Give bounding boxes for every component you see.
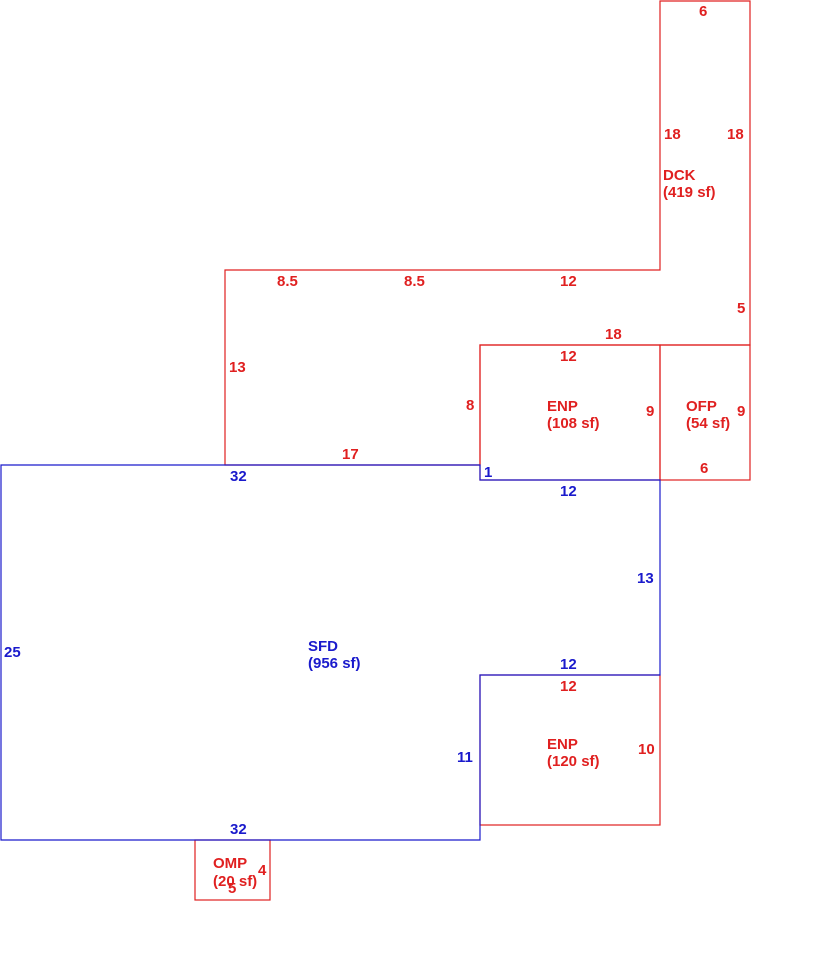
enp-top-area: (108 sf) [547,415,600,432]
dim-dck-left-side: 13 [229,359,246,376]
dim-omp-right: 4 [258,862,267,879]
dim-dck-top-c: 12 [560,273,577,290]
dim-omp-bottom: 5 [228,880,236,897]
sfd-area: (956 sf) [308,655,361,672]
dim-dck-bottom-left: 17 [342,446,359,463]
dim-sfd-left: 25 [4,644,21,661]
ofp-outline [659,344,751,481]
dim-dck-top-b: 8.5 [404,273,425,290]
dim-dck-top-a: 8.5 [277,273,298,290]
dim-sfd-step: 1 [484,464,492,481]
omp-area: (20 sf) [213,873,257,890]
dck-label: DCK [663,167,696,184]
ofp-label: OFP [686,398,717,415]
dck-outline [224,0,751,466]
dim-enp-bottom-top: 12 [560,678,577,695]
dim-dck-bottom: 18 [605,326,622,343]
dim-enp-top-left: 8 [466,397,474,414]
dck-area: (419 sf) [663,184,716,201]
dim-sfd-right: 13 [637,570,654,587]
dim-sfd-notch-side: 11 [457,749,473,766]
dim-enp-top-right: 9 [646,403,654,420]
dim-dck-right: 18 [727,126,744,143]
enp-bottom-area: (120 sf) [547,753,600,770]
dim-sfd-top: 32 [230,468,247,485]
enp-top-label: ENP [547,398,578,415]
dim-ofp-right: 9 [737,403,745,420]
omp-label: OMP [213,855,247,872]
ofp-area: (54 sf) [686,415,730,432]
dim-sfd-bottom: 32 [230,821,247,838]
dim-sfd-notch-top: 12 [560,656,577,673]
sfd-label: SFD [308,638,338,655]
dim-dck-top: 6 [699,3,707,20]
enp-bottom-label: ENP [547,736,578,753]
sfd-outline [0,464,661,841]
dim-enp-bottom-right: 10 [638,741,655,758]
dim-dck-right-lower: 5 [737,300,745,317]
dim-ofp-bottom: 6 [700,460,708,477]
dim-sfd-step-top: 12 [560,483,577,500]
dim-dck-left: 18 [664,126,681,143]
dim-enp-top-top: 12 [560,348,577,365]
